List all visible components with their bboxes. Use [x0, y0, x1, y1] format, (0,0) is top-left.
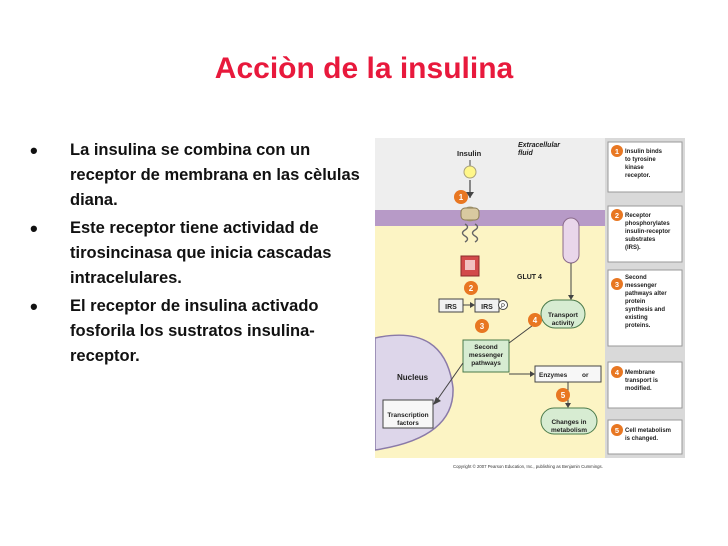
insulin-figure: Nucleus Insulin 1 2 — [374, 138, 685, 472]
receptor-alpha — [460, 207, 480, 221]
copyright-text: Copyright © 2007 Pearson Education, Inc.… — [453, 464, 603, 469]
insulin-molecule — [463, 165, 477, 179]
insulin-label: Insulin — [457, 149, 482, 158]
bullet-item: El receptor de insulina activado fosfori… — [30, 294, 360, 369]
or-label: or — [582, 372, 589, 379]
transcription-factors-box — [382, 399, 434, 429]
second-messenger-box — [462, 339, 510, 373]
glut4-label: GLUT 4 — [517, 274, 542, 281]
svg-text:IRS: IRS — [481, 304, 493, 311]
step-badge-3: 3 — [475, 319, 489, 333]
svg-text:P: P — [501, 304, 505, 310]
svg-text:IRS: IRS — [445, 304, 457, 311]
svg-text:5: 5 — [561, 391, 566, 400]
receptor-helix-right — [471, 223, 479, 243]
phosphate-circle — [498, 300, 508, 310]
slide-title: Acciòn de la insulina — [214, 52, 514, 85]
transport-activity-box — [540, 299, 586, 329]
svg-text:2: 2 — [469, 284, 474, 293]
bullet-list: La insulina se combina con un receptor d… — [30, 138, 360, 372]
svg-text:1: 1 — [615, 147, 619, 156]
svg-text:2: 2 — [615, 211, 619, 220]
cell-membrane — [375, 210, 605, 226]
svg-text:1: 1 — [459, 193, 464, 202]
svg-text:5: 5 — [615, 426, 619, 435]
step-badge-2: 2 — [464, 281, 478, 295]
bullet-item: Este receptor tiene actividad de tirosin… — [30, 216, 360, 291]
nucleus-label: Nucleus — [397, 373, 429, 382]
bullet-item: La insulina se combina con un receptor d… — [30, 138, 360, 213]
step-badge-1: 1 — [454, 190, 468, 204]
svg-text:4: 4 — [615, 368, 620, 377]
step-badge-5-left: 5 — [556, 388, 570, 402]
insulin-pathway-diagram: Nucleus Insulin 1 2 — [374, 138, 685, 469]
changes-metabolism-box — [540, 407, 598, 435]
receptor-helix-left — [461, 223, 469, 243]
svg-text:3: 3 — [480, 322, 485, 331]
step-badge-4-left: 4 — [528, 313, 542, 327]
svg-text:4: 4 — [533, 316, 538, 325]
enzymes-label: Enzymes — [539, 372, 568, 379]
glut4-transporter — [562, 217, 580, 264]
svg-text:3: 3 — [615, 280, 619, 289]
